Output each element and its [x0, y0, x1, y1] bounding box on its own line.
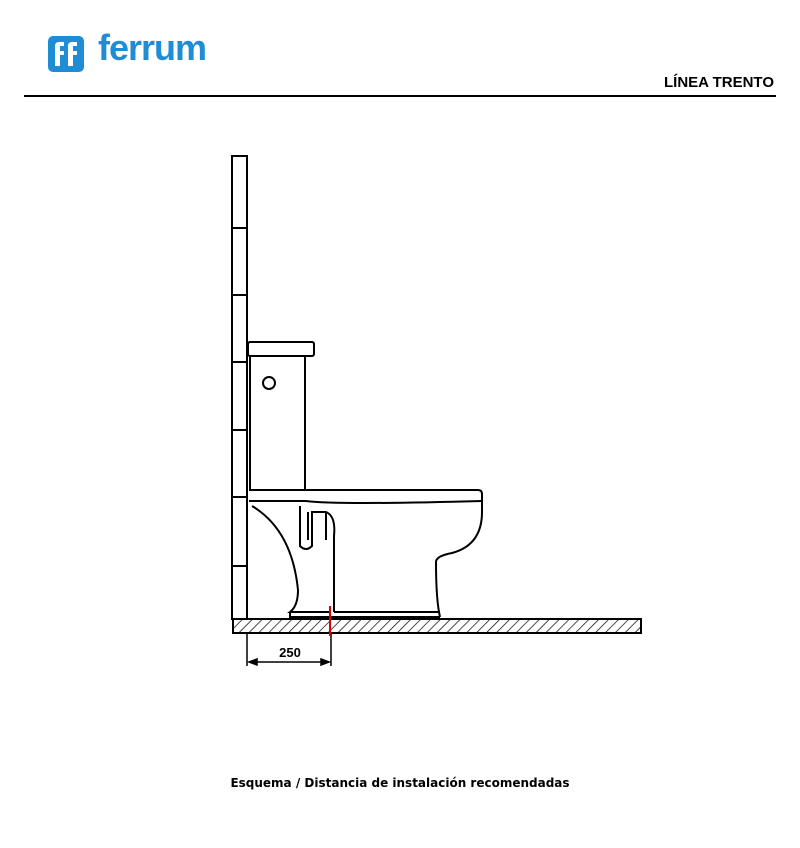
header-divider	[24, 95, 776, 97]
product-line-title: LÍNEA TRENTO	[663, 74, 774, 91]
floor	[232, 618, 642, 634]
dimension-label: 250	[279, 645, 301, 660]
brand-name: ferrum	[98, 27, 207, 68]
toilet-bowl	[249, 489, 483, 618]
dimension-250	[246, 633, 332, 667]
diagram-caption: Esquema / Distancia de instalación recom…	[230, 776, 570, 790]
cistern-tank	[247, 341, 315, 490]
ferrum-logo-icon	[48, 36, 84, 72]
wall	[231, 155, 248, 620]
